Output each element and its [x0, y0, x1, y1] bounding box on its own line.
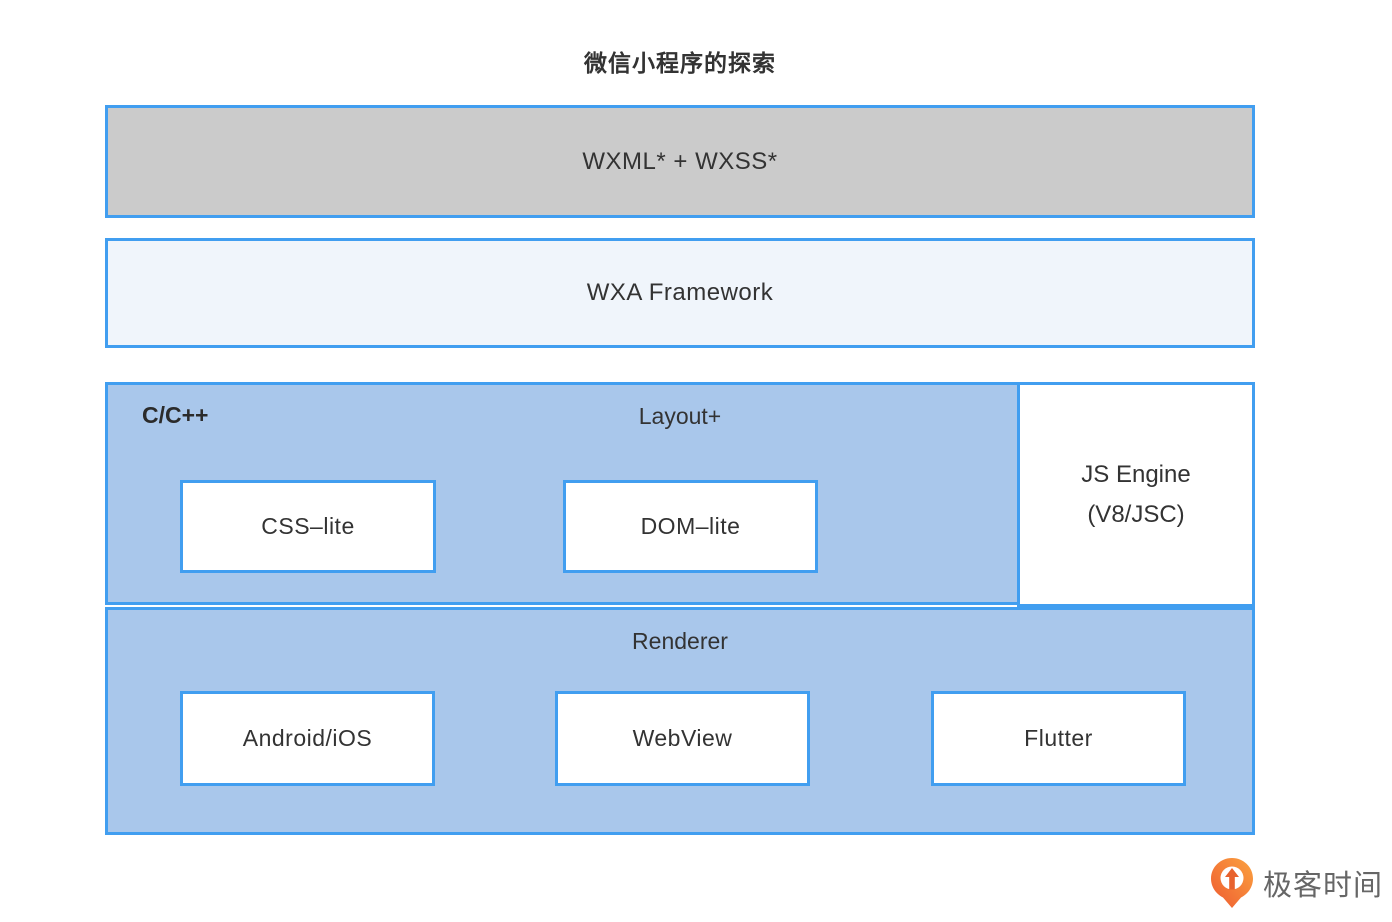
webview-box: WebView — [555, 691, 810, 786]
renderer-label: Renderer — [632, 628, 728, 654]
geektime-pin-icon — [1211, 858, 1253, 908]
renderer-layer: Renderer Android/iOS WebView Flutter — [105, 607, 1255, 835]
webview-label: WebView — [632, 725, 733, 751]
css-lite-label: CSS–lite — [261, 513, 355, 539]
js-engine-label-line2: (V8/JSC) — [1087, 500, 1185, 528]
layout-label: Layout+ — [638, 403, 722, 429]
android-ios-box: Android/iOS — [180, 691, 435, 786]
wxa-framework-layer: WXA Framework — [105, 238, 1255, 348]
flutter-box: Flutter — [931, 691, 1186, 786]
wxml-wxss-layer: WXML* + WXSS* — [105, 105, 1255, 218]
css-lite-box: CSS–lite — [180, 480, 436, 573]
geektime-brand-text: 极客时间 — [1263, 870, 1384, 902]
geektime-logo: 极客时间 — [1208, 856, 1383, 910]
dom-lite-box: DOM–lite — [563, 480, 818, 573]
c-cpp-label: C/C++ — [142, 402, 209, 428]
js-engine-box: JS Engine (V8/JSC) — [1017, 382, 1255, 607]
flutter-label: Flutter — [1024, 725, 1093, 751]
wxa-framework-label: WXA Framework — [586, 279, 774, 306]
dom-lite-label: DOM–lite — [640, 513, 741, 539]
wxml-wxss-label: WXML* + WXSS* — [582, 147, 778, 175]
js-engine-label-line1: JS Engine — [1081, 460, 1191, 488]
android-ios-label: Android/iOS — [242, 725, 373, 751]
diagram-title: 微信小程序的探索 — [584, 50, 776, 76]
